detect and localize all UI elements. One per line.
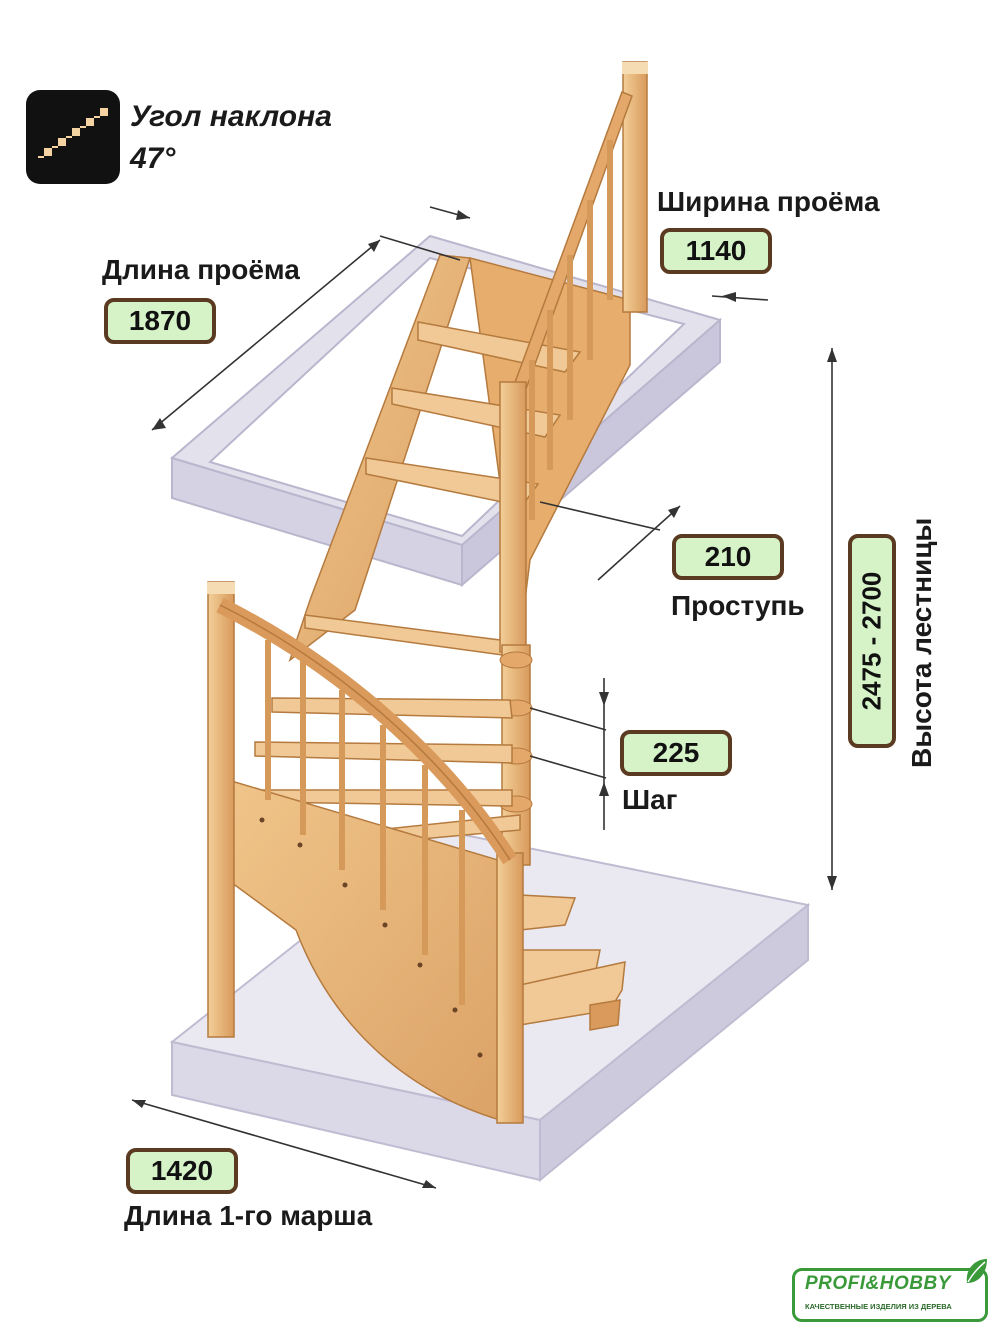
- dimension-arrows: [132, 210, 837, 1188]
- tread-badge: 210: [672, 534, 784, 580]
- opening-width-label: Ширина проёма: [657, 186, 880, 217]
- lower-railing: [207, 581, 524, 1124]
- brand-logo: PROFI&HOBBY КАЧЕСТВЕННЫЕ ИЗДЕЛИЯ ИЗ ДЕРЕ…: [792, 1259, 988, 1322]
- dimension-lines: [131, 206, 833, 1189]
- angle-label: Угол наклона 47°: [130, 96, 332, 180]
- opening-width-badge: 1140: [660, 228, 772, 274]
- upper-railing: [499, 61, 648, 653]
- angle-title: Угол наклона: [130, 100, 332, 133]
- height-badge: 2475 - 2700: [848, 534, 896, 748]
- lower-treads: [519, 894, 626, 1031]
- first-flight-label: Длина 1-го марша: [124, 1200, 373, 1231]
- logo-tagline: КАЧЕСТВЕННЫЕ ИЗДЕЛИЯ ИЗ ДЕРЕВА: [805, 1302, 952, 1311]
- tread-label: Проступь: [671, 590, 805, 621]
- stairs-icon: [26, 90, 120, 184]
- first-flight-value: 1420: [150, 1155, 214, 1186]
- lower-stringer: [227, 778, 501, 1122]
- height-label: Высота лестницы: [906, 517, 937, 768]
- step-value: 225: [652, 737, 700, 768]
- opening-length-value: 1870: [128, 305, 192, 336]
- opening-length-label: Длина проёма: [102, 254, 300, 285]
- first-flight-badge: 1420: [126, 1148, 238, 1194]
- height-value: 2475 - 2700: [856, 571, 887, 711]
- step-label: Шаг: [622, 784, 678, 815]
- leaf-icon: [966, 1259, 987, 1283]
- logo-brand: PROFI&HOBBY: [805, 1273, 951, 1294]
- angle-value: 47°: [130, 142, 176, 175]
- opening-width-value: 1140: [685, 235, 747, 266]
- opening-length-badge: 1870: [104, 298, 216, 344]
- tread-value: 210: [704, 541, 752, 572]
- step-badge: 225: [620, 730, 732, 776]
